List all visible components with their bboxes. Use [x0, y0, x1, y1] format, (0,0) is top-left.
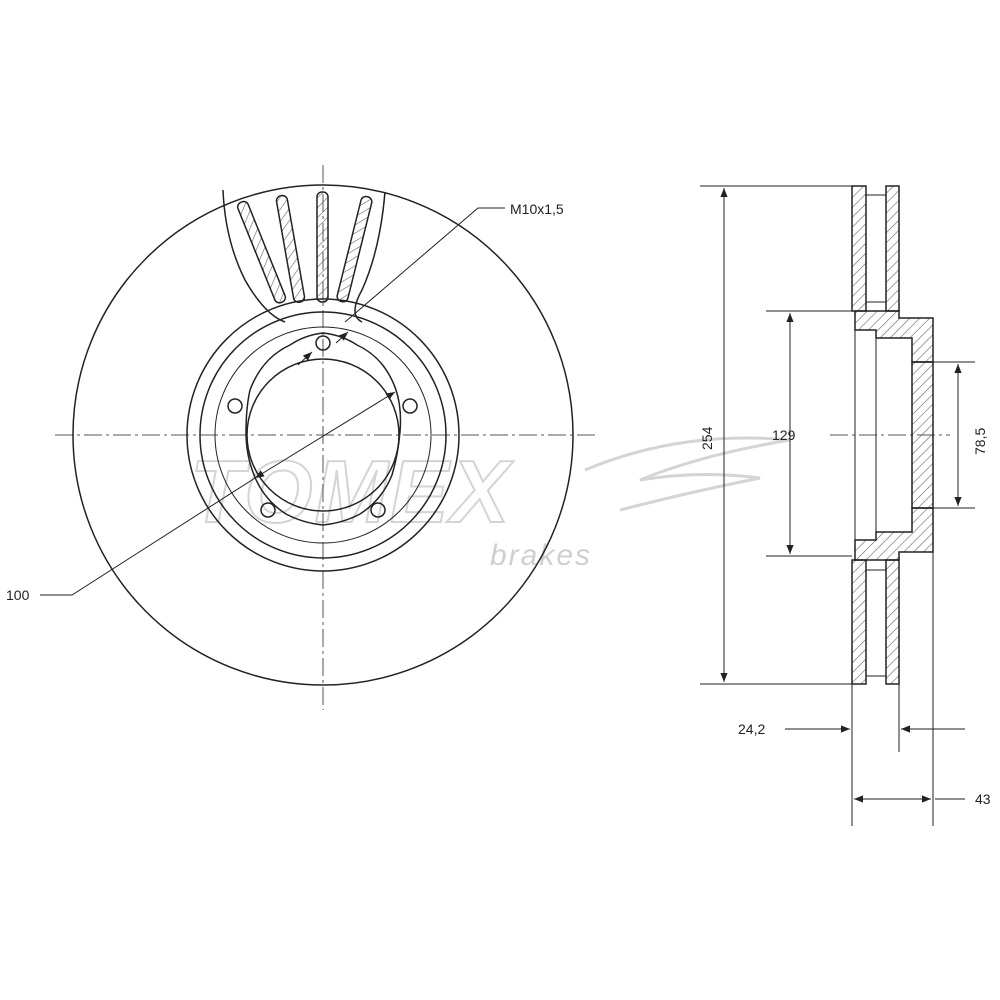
dim-43-label: 43: [975, 791, 991, 807]
hat-upper-section: [854, 310, 934, 363]
hat-lower-section: [854, 507, 934, 561]
cooling-vane-3: [316, 191, 329, 303]
bolt-hole-right: [402, 398, 418, 414]
watermark-brand: TOMEX: [190, 442, 515, 541]
lower-outer-plate: [851, 559, 867, 685]
dim-254-label: 254: [699, 426, 715, 450]
watermark: TOMEX brakes: [189, 436, 791, 572]
cutaway-right-edge: [354, 191, 386, 323]
dim-78-label: 78,5: [972, 428, 988, 455]
bolt-hole-top: [315, 335, 331, 351]
center-bore: [246, 358, 400, 512]
front-view: 100 M10x1,5: [6, 165, 595, 710]
thread-arrow-left: [297, 351, 313, 366]
lower-inner-plate: [885, 559, 900, 685]
cooling-vane-1: [236, 200, 287, 304]
bolt-hole-bottom-right: [370, 502, 386, 518]
pcd-leader: [40, 477, 256, 596]
dim-129-label: 129: [772, 427, 796, 443]
upper-outer-plate: [851, 185, 867, 312]
cooling-vane-2: [275, 194, 306, 304]
cutaway-left-edge: [222, 189, 286, 323]
bolt-hole-left: [227, 398, 243, 414]
side-section-view: 254 129 78,5 24,2 43: [699, 185, 991, 826]
cooling-vane-4: [336, 195, 373, 303]
disc-outer-edge: [72, 184, 574, 686]
thread-arrow-right: [335, 331, 349, 344]
pcd-dimension-line: [254, 391, 396, 479]
hat-outer-edge: [199, 311, 447, 559]
bolt-hole-bottom-left: [260, 502, 276, 518]
thread-label: M10x1,5: [510, 201, 564, 217]
upper-inner-plate: [885, 185, 900, 312]
pcd-label: 100: [6, 587, 30, 603]
watermark-swoosh: [584, 436, 791, 512]
watermark-sub: brakes: [490, 539, 592, 572]
cooling-vanes: [236, 191, 373, 304]
hat-step: [214, 326, 432, 544]
dim-24-label: 24,2: [738, 721, 765, 737]
hat-wall: [911, 361, 934, 509]
thread-leader: [344, 207, 505, 323]
